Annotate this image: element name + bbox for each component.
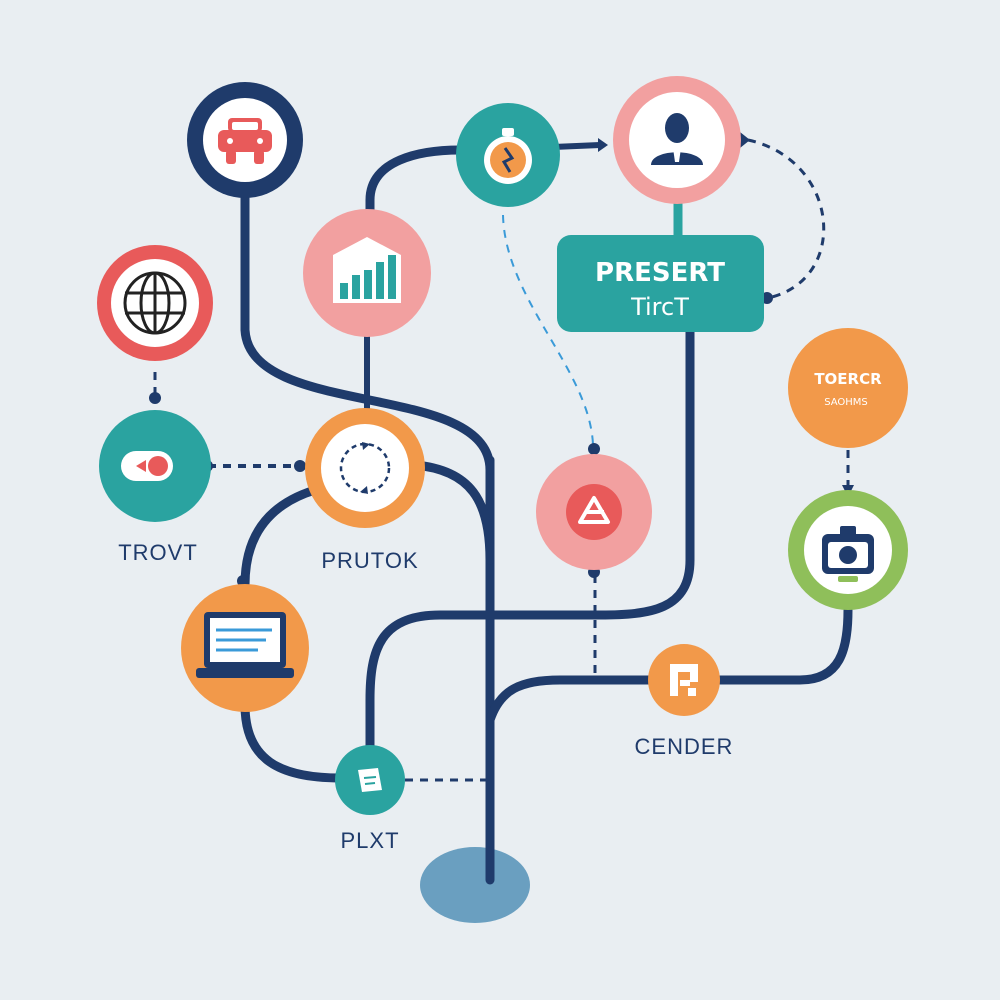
line-cycle-laptop	[240, 485, 320, 590]
line-bulb	[365, 145, 465, 325]
present-title: PRESERT	[595, 258, 725, 288]
tree-base	[420, 847, 530, 923]
line-present	[365, 325, 695, 765]
cender-node[interactable]	[648, 644, 720, 716]
laptop-node[interactable]	[181, 584, 309, 712]
camera-icon	[822, 526, 874, 582]
label-prutok: PRUTOK	[321, 548, 418, 573]
label-trovt: TROVT	[118, 540, 198, 565]
globe-icon	[123, 271, 187, 335]
present-subtitle: TircT	[630, 293, 689, 321]
line-cender	[485, 675, 660, 725]
bulb-icon	[484, 128, 532, 184]
document-icon	[358, 768, 382, 792]
line-cycle-trunk	[410, 460, 495, 565]
car-node[interactable]	[187, 82, 303, 198]
dashed-connectors	[153, 138, 850, 782]
present-box[interactable]: PRESERT TircT	[557, 235, 764, 332]
dash-bulb-warning	[502, 214, 594, 446]
label-cender: CENDER	[635, 734, 734, 759]
warning-icon	[566, 484, 622, 540]
bracket-icon	[670, 664, 698, 696]
warning-node[interactable]	[536, 454, 652, 570]
badge-title: TOERCR	[814, 370, 882, 388]
camera-node[interactable]	[788, 490, 908, 610]
person-icon	[651, 113, 703, 165]
line-car	[240, 190, 495, 475]
toggle-icon	[121, 451, 173, 481]
toggle-node[interactable]	[99, 410, 211, 522]
bar-chart-icon	[333, 237, 401, 303]
line-camera	[715, 605, 853, 685]
label-plxt: PLXT	[340, 828, 399, 853]
doc-node[interactable]	[335, 745, 405, 815]
chart-node[interactable]	[303, 209, 431, 337]
laptop-icon	[196, 612, 294, 678]
person-node[interactable]	[613, 76, 741, 204]
orange-badge-node[interactable]: TOERCR SAOHMS	[788, 328, 908, 448]
car-icon	[218, 118, 272, 164]
globe-node[interactable]	[97, 245, 213, 361]
line-laptop-doc	[240, 700, 345, 783]
dash-person-present	[747, 138, 826, 300]
cycle-node[interactable]	[305, 408, 425, 528]
bulb-node[interactable]	[456, 103, 560, 207]
badge-subtitle: SAOHMS	[824, 397, 868, 408]
